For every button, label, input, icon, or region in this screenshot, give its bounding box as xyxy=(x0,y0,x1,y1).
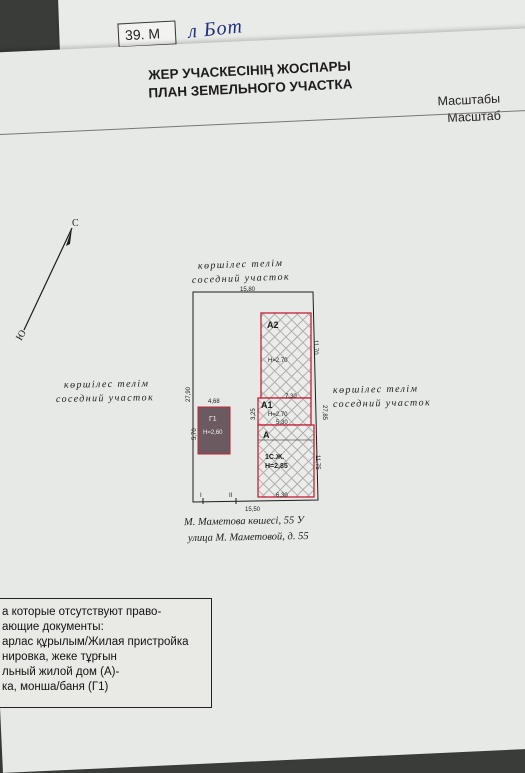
label-a1: А1 xyxy=(261,400,273,410)
label-a-height: Н=2,85 xyxy=(265,463,288,470)
dimension-bottom-right: 6,30 xyxy=(276,493,288,499)
label-a2-height: Н=2,70 xyxy=(268,358,288,364)
dimension-left: 27,90 xyxy=(186,386,192,402)
neighbor-left-russian: соседний участок xyxy=(56,392,154,405)
building-g1 xyxy=(197,406,231,455)
plan-content: ЖЕР УЧАСКЕСІНІҢ ЖОСПАРЫ ПЛАН ЗЕМЕЛЬНОГО … xyxy=(0,58,525,544)
address-russian: улица М. Маметовой, д. 55 xyxy=(187,531,309,544)
plot-boundary xyxy=(192,291,319,503)
compass-arrow: С Ю xyxy=(14,218,79,343)
dimension-a2-height: 11,70 xyxy=(312,340,318,355)
neighbor-right-russian: соседний участок xyxy=(333,397,431,410)
site-plan-drawing: С Ю көршілес телім соседний участок көрш… xyxy=(14,218,431,544)
address-kazakh: М. Маметова көшесі, 55 У xyxy=(183,515,306,528)
dimension-a1-side: 3,25 xyxy=(251,408,257,420)
footnote-line-5: льный жилой дом (А)- xyxy=(2,666,120,678)
label-g1-height: Н=2,60 xyxy=(203,430,223,436)
dimension-top: 15,80 xyxy=(240,287,256,293)
neighbor-top-russian: соседний участок xyxy=(192,272,290,286)
dimension-right: 27,85 xyxy=(321,405,327,421)
label-g1: Г1 xyxy=(209,416,217,423)
compass-needle-line xyxy=(23,227,73,331)
dimension-g1-width: 4,68 xyxy=(208,399,220,405)
neighbor-left-kazakh: көршілес телім xyxy=(64,378,150,390)
footnote-line-1: а которые отсутствуют право- xyxy=(2,606,162,618)
dimension-mid-right: 7,30 xyxy=(285,394,297,400)
compass-south-label: Ю xyxy=(14,328,29,342)
neighbor-top-kazakh: көршілес телім xyxy=(198,258,284,272)
building-a2 xyxy=(260,312,312,399)
compass-north-label: С xyxy=(72,218,79,229)
building-a xyxy=(257,424,315,498)
land-plot xyxy=(192,291,319,504)
neighbor-right-kazakh: көршілес телім xyxy=(333,384,419,396)
footnote-line-4: нировка, жеке тұрғын xyxy=(2,651,117,663)
label-a2: А2 xyxy=(267,320,279,330)
dimension-a-height: 11,75 xyxy=(314,455,320,470)
label-gate-ii: II xyxy=(229,493,233,499)
label-a-code: 1С.Ж. xyxy=(265,454,284,461)
footnote-box: а которые отсутствуют право- ающие докум… xyxy=(0,598,212,708)
dimension-a1-width: 5,30 xyxy=(276,420,288,426)
footnote-line-2: ающие документы: xyxy=(2,621,104,633)
dimension-bottom: 15,50 xyxy=(245,507,261,513)
footnote-line-6: ка, монша/баня (Г1) xyxy=(2,681,109,693)
footnote-line-3: арлас құрылым/Жилая пристройка xyxy=(2,636,189,648)
label-gate-i: I xyxy=(200,493,202,499)
compass-arrow-head xyxy=(66,228,72,246)
label-a1-height: Н=2,70 xyxy=(268,412,288,418)
dimension-g1-height: 5,70 xyxy=(192,428,198,440)
building-a1 xyxy=(257,397,312,426)
label-a: А xyxy=(263,430,270,440)
